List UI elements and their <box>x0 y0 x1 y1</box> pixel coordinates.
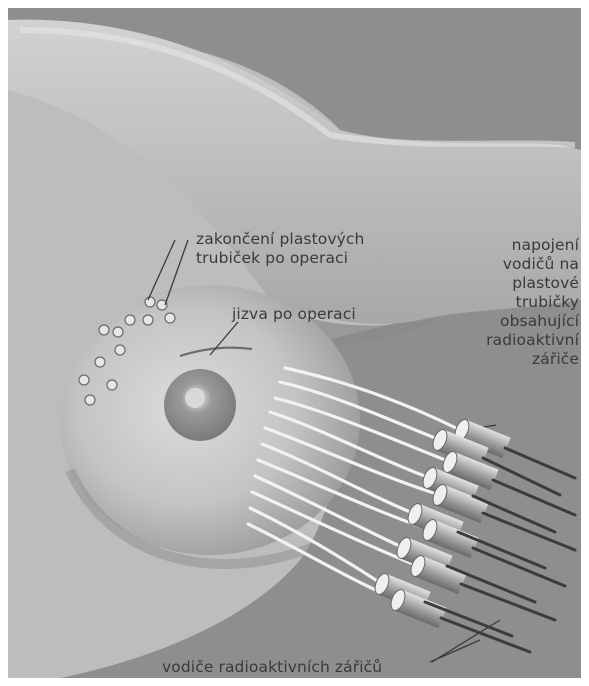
label-connection-line-1: napojení <box>486 236 579 255</box>
label-connection-line-3: plastové <box>486 274 579 293</box>
label-tube-ends-line-1: zakončení plastových <box>196 230 364 249</box>
label-connection-line-2: vodičů na <box>486 255 579 274</box>
label-connection-line-4: trubičky <box>486 293 579 312</box>
label-tube-ends-line-2: trubiček po operaci <box>196 249 364 268</box>
label-tube-ends: zakončení plastových trubiček po operaci <box>196 230 364 268</box>
label-scar: jizva po operaci <box>232 305 356 324</box>
label-connection-line-6: radioaktivní <box>486 331 579 350</box>
label-guides: vodiče radioaktivních zářičů <box>162 658 382 677</box>
label-connection-line-7: zářiče <box>486 350 579 369</box>
label-connection: napojení vodičů na plastové trubičky obs… <box>486 236 579 369</box>
label-connection-line-5: obsahující <box>486 312 579 331</box>
